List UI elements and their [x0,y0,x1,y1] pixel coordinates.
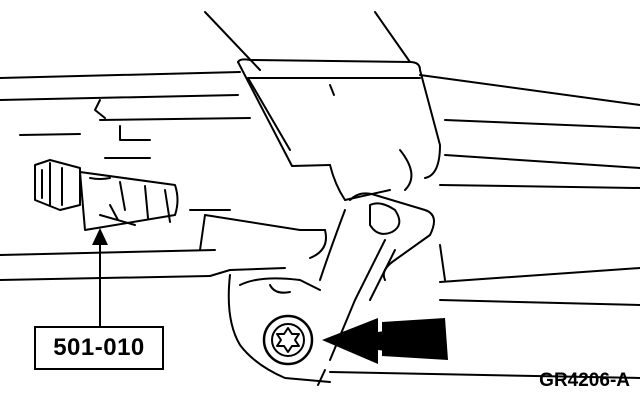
tool-number-label: 501-010 [53,334,145,361]
seat-frame [199,11,446,281]
seat-rail-lines [0,71,640,379]
seat-bracket [227,192,435,386]
tool-number-callout: 501-010 [34,326,164,370]
torx-bolt-icon [262,314,314,366]
up-arrow-icon [92,228,108,326]
large-left-arrow-icon [322,318,448,364]
figure-id-label: GR4206-A [539,370,630,391]
torx-bit-tool [34,159,179,231]
